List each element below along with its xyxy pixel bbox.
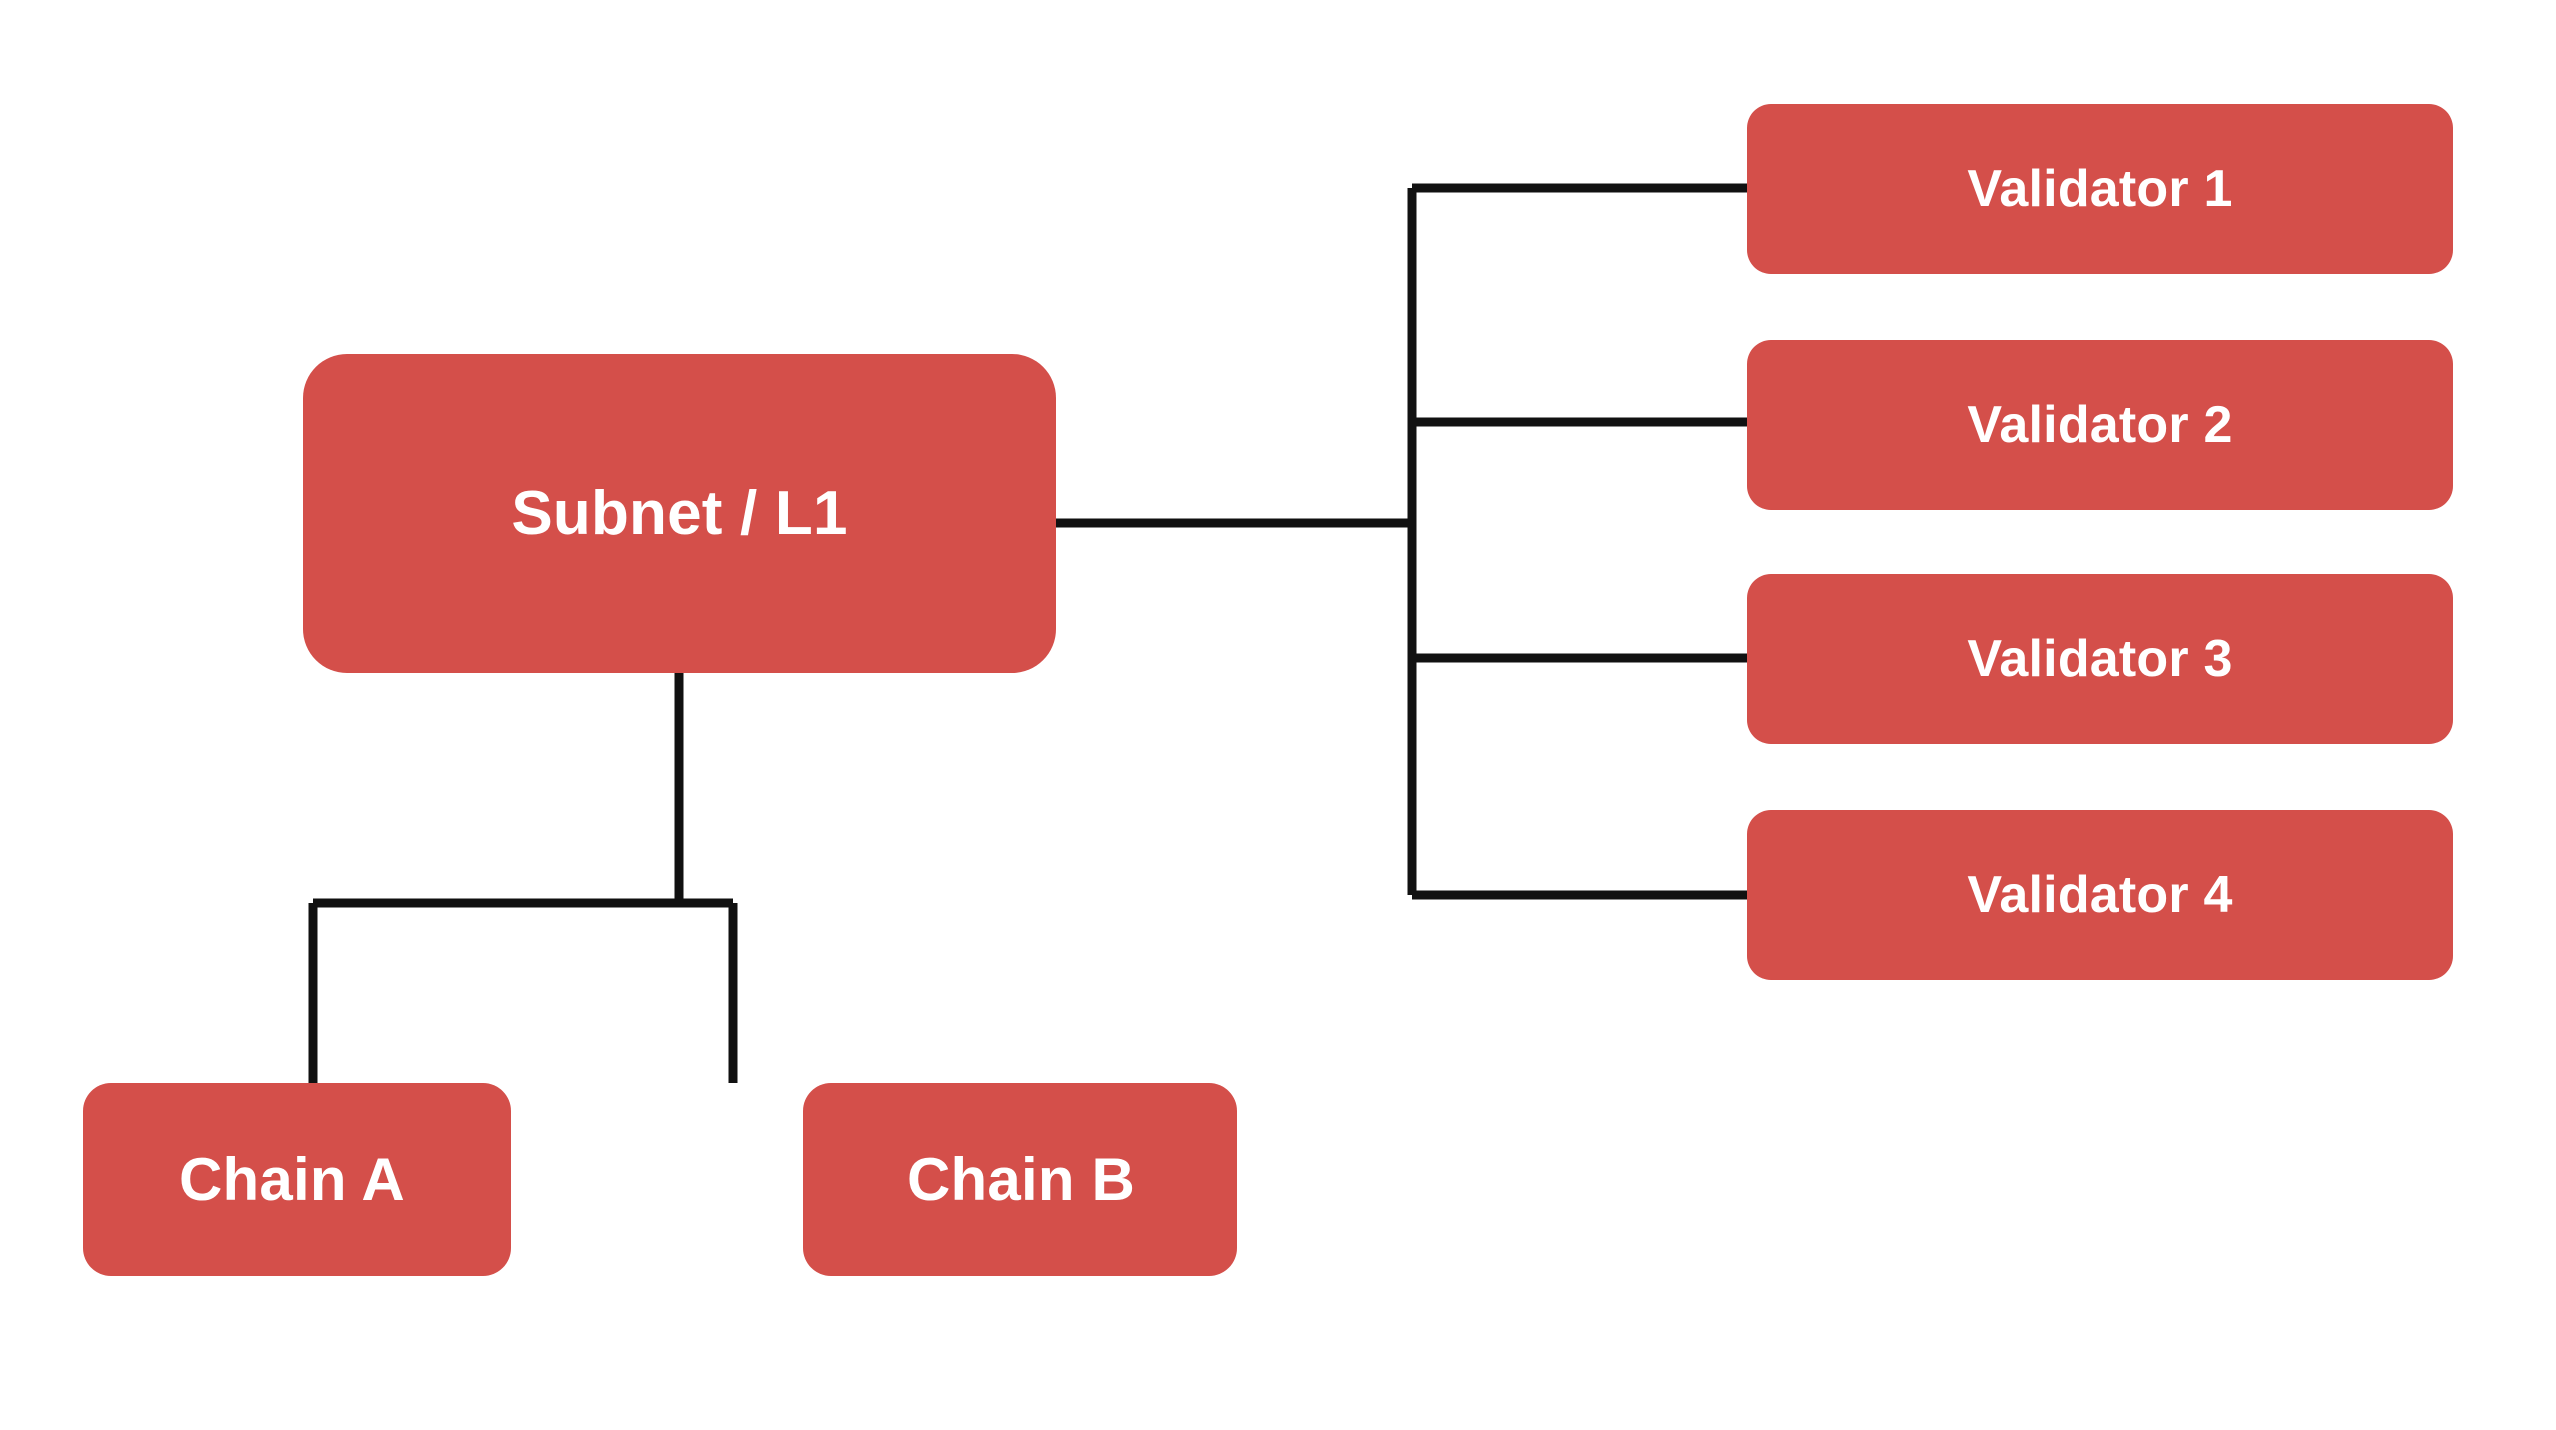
node-validator-4[interactable]: Validator 4 <box>1747 810 2453 980</box>
node-validator-2-label: Validator 2 <box>1967 396 2233 454</box>
node-chain-a-label: Chain A <box>179 1145 405 1213</box>
node-validator-1-label: Validator 1 <box>1967 160 2233 218</box>
node-validator-3[interactable]: Validator 3 <box>1747 574 2453 744</box>
node-validator-2[interactable]: Validator 2 <box>1747 340 2453 510</box>
node-validator-3-label: Validator 3 <box>1967 630 2233 688</box>
node-validator-4-label: Validator 4 <box>1967 866 2233 924</box>
node-chain-b-label: Chain B <box>907 1145 1136 1213</box>
node-chain-a[interactable]: Chain A <box>83 1083 511 1276</box>
node-chain-b[interactable]: Chain B <box>803 1083 1237 1276</box>
node-validator-1[interactable]: Validator 1 <box>1747 104 2453 274</box>
node-subnet-l1[interactable]: Subnet / L1 <box>303 354 1056 673</box>
node-subnet-l1-label: Subnet / L1 <box>511 478 848 548</box>
